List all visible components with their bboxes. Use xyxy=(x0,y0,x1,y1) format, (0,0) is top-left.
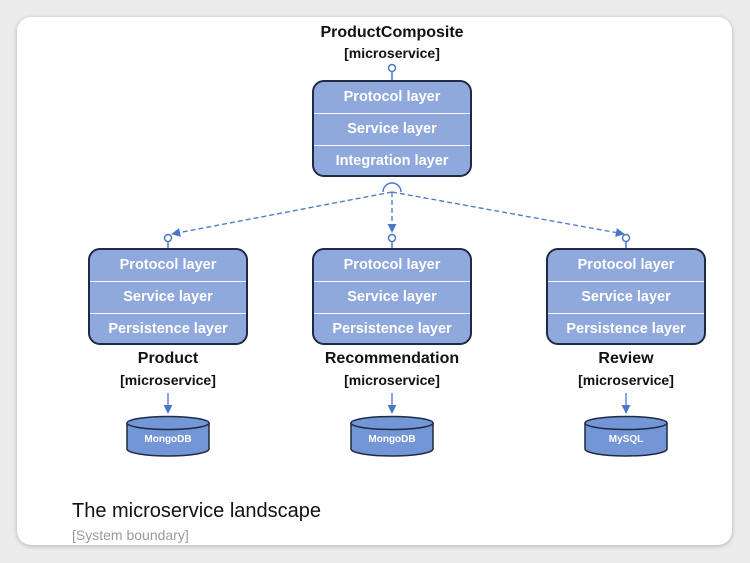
product-tag: [microservice] xyxy=(120,372,216,388)
review-database[interactable]: MySQL xyxy=(583,415,669,457)
boundary-subtitle: [System boundary] xyxy=(72,527,189,543)
product-service-layer[interactable]: Service layer xyxy=(90,282,246,314)
dependency-to-review xyxy=(391,191,625,238)
review-tag: [microservice] xyxy=(578,372,674,388)
composite-integration-layer[interactable]: Integration layer xyxy=(335,153,449,169)
database-icon xyxy=(584,415,668,457)
product-protocol-layer[interactable]: Protocol layer xyxy=(90,250,246,282)
composite-interface-icon xyxy=(387,63,397,73)
product-stack[interactable]: Protocol layer Service layer Persistence… xyxy=(88,248,248,345)
review-service-layer[interactable]: Service layer xyxy=(548,282,704,314)
review-db-label: MySQL xyxy=(608,434,644,445)
product-database[interactable]: MongoDB xyxy=(125,415,211,457)
product-persistence-layer[interactable]: Persistence layer xyxy=(108,321,228,337)
review-protocol-layer[interactable]: Protocol layer xyxy=(548,250,704,282)
recommendation-database[interactable]: MongoDB xyxy=(349,415,435,457)
recommendation-persistence-layer[interactable]: Persistence layer xyxy=(332,321,452,337)
recommendation-interface-icon xyxy=(387,233,397,243)
boundary-title: The microservice landscape xyxy=(72,500,321,522)
composite-socket-icon xyxy=(382,182,402,193)
recommendation-protocol-layer[interactable]: Protocol layer xyxy=(314,250,470,282)
recommendation-service-layer[interactable]: Service layer xyxy=(314,282,470,314)
composite-stack[interactable]: Protocol layer Service layer Integration… xyxy=(312,80,472,177)
recommendation-db-label: MongoDB xyxy=(368,434,416,445)
composite-service-layer[interactable]: Service layer xyxy=(314,114,470,146)
product-interface-icon xyxy=(163,233,173,243)
product-db-label: MongoDB xyxy=(144,434,192,445)
database-icon xyxy=(350,415,434,457)
product-title: Product xyxy=(137,350,199,367)
review-interface-icon xyxy=(621,233,631,243)
recommendation-title: Recommendation xyxy=(324,350,460,367)
review-title: Review xyxy=(598,350,654,367)
composite-title: ProductComposite xyxy=(320,24,464,41)
composite-protocol-layer[interactable]: Protocol layer xyxy=(314,82,470,114)
review-persistence-layer[interactable]: Persistence layer xyxy=(566,321,686,337)
recommendation-stack[interactable]: Protocol layer Service layer Persistence… xyxy=(312,248,472,345)
dependency-to-product xyxy=(171,191,393,237)
recommendation-tag: [microservice] xyxy=(344,372,440,388)
database-icon xyxy=(126,415,210,457)
review-stack[interactable]: Protocol layer Service layer Persistence… xyxy=(546,248,706,345)
composite-tag: [microservice] xyxy=(344,45,440,61)
